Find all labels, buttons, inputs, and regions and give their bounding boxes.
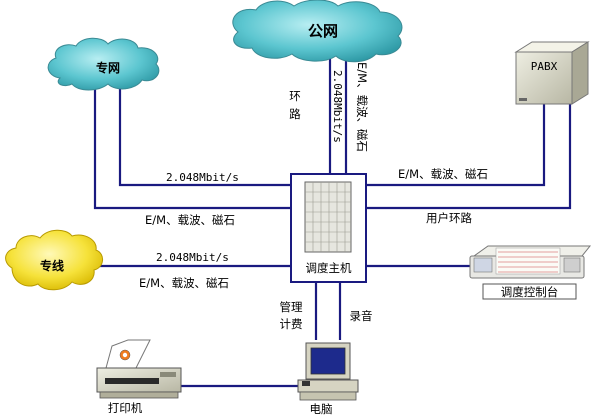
printer: 打印机 (96, 339, 182, 415)
pabx-label: PABX (531, 60, 558, 73)
computer: 电脑 (297, 342, 359, 416)
console-keypad (498, 251, 558, 273)
link-labels: 环 路 2.048Mbit/s E/M、载波、磁石 2.048Mbit/s E/… (139, 62, 488, 331)
pabx-em-label: E/M、载波、磁石 (398, 167, 488, 181)
loop-label-char-1: 环 (289, 89, 301, 103)
public-network-cloud: 公网 (232, 0, 403, 63)
private-network-label: 专网 (96, 60, 120, 75)
dispatch-host: 调度主机 (290, 173, 367, 283)
public-rate-label: 2.048Mbit/s (331, 70, 344, 143)
line-em-label: E/M、载波、磁石 (139, 276, 229, 290)
mgmt-label-1: 管理 (280, 300, 303, 314)
user-loop-label: 用户环路 (426, 211, 472, 225)
console-label: 调度控制台 (501, 285, 559, 299)
public-em-label: E/M、载波、磁石 (355, 62, 369, 152)
connection-lines (93, 50, 572, 388)
private-line-cloud: 专线 (5, 229, 103, 291)
printer-label: 打印机 (108, 401, 143, 415)
computer-label: 电脑 (310, 402, 333, 416)
line-rate-label: 2.048Mbit/s (156, 251, 229, 264)
private-line-label: 专线 (40, 258, 64, 273)
private-rate-label: 2.048Mbit/s (166, 171, 239, 184)
pabx-device: PABX (514, 41, 590, 105)
public-network-label: 公网 (308, 22, 338, 40)
private-network-cloud: 专网 (47, 37, 160, 91)
record-label: 录音 (350, 309, 373, 323)
private-em-label: E/M、载波、磁石 (145, 213, 235, 227)
mgmt-label-2: 计费 (280, 317, 303, 331)
dispatch-console: 调度控制台 (469, 245, 592, 300)
loop-label-char-2: 路 (289, 107, 301, 121)
host-label: 调度主机 (306, 261, 352, 275)
host-card-slots (305, 182, 351, 252)
